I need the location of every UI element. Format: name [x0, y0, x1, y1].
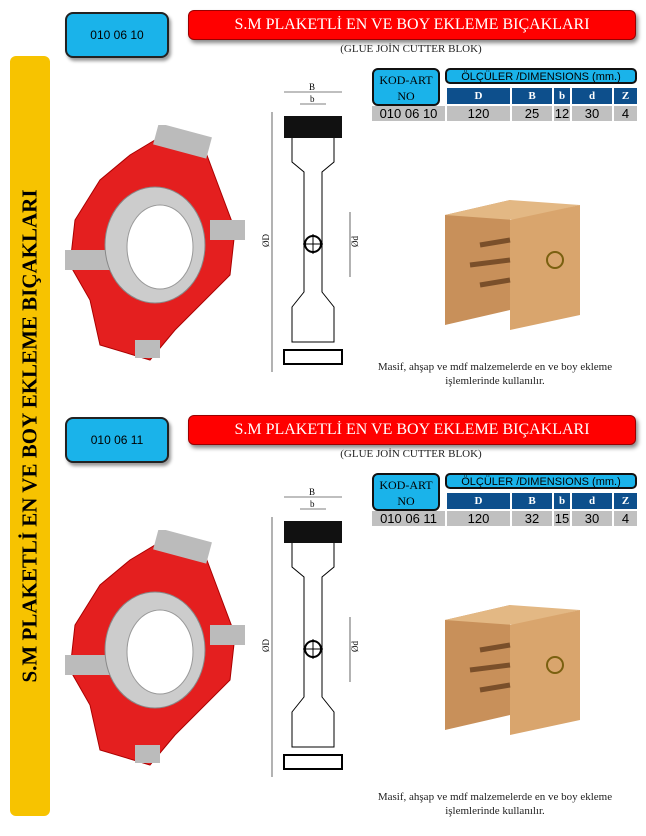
cell-code: 010 06 10 — [372, 106, 445, 121]
section-subtitle: (GLUE JOİN CUTTER BLOK) — [340, 43, 482, 55]
dimensions-header: ÖLÇÜLER /DIMENSIONS (mm.) — [445, 68, 637, 84]
label-B: B — [309, 82, 315, 92]
product-code: 010 06 11 — [90, 433, 144, 447]
kod-label: KOD-ART NO — [379, 73, 433, 103]
table-row: 010 06 11 120 32 15 30 4 — [372, 511, 637, 526]
col-header-Z: Z — [614, 88, 637, 104]
label-D: ØD — [262, 639, 271, 652]
col-header-b: b — [554, 493, 570, 509]
col-header-b: b — [554, 88, 570, 104]
cell-B: 25 — [512, 106, 552, 121]
kod-header: KOD-ART NO — [372, 473, 440, 511]
product-code-badge: 010 06 11 — [65, 417, 169, 463]
cutter-technical-drawing: B b ØD Ød — [262, 82, 360, 372]
dimensions-table: KOD-ART NO ÖLÇÜLER /DIMENSIONS (mm.) D B… — [372, 473, 638, 529]
dimensions-header: ÖLÇÜLER /DIMENSIONS (mm.) — [445, 473, 637, 489]
cell-D: 120 — [447, 106, 510, 121]
cutter-image — [65, 125, 245, 361]
cell-B: 32 — [512, 511, 552, 526]
dimensions-table: KOD-ART NO ÖLÇÜLER /DIMENSIONS (mm.) D B… — [372, 68, 638, 124]
cell-b: 12 — [554, 106, 570, 121]
label-d: Ød — [350, 641, 360, 652]
col-header-B: B — [512, 88, 552, 104]
col-header-Z: Z — [614, 493, 637, 509]
table-row: 010 06 10 120 25 12 30 4 — [372, 106, 637, 121]
cutter-technical-drawing: B b ØD Ød — [262, 487, 360, 777]
sidebar-title-bar: S.M PLAKETLİ EN VE BOY EKLEME BIÇAKLARI — [10, 56, 50, 816]
cell-code: 010 06 11 — [372, 511, 445, 526]
col-header-D: D — [447, 493, 510, 509]
col-header-B: B — [512, 493, 552, 509]
product-section: 010 06 10 S.M PLAKETLİ EN VE BOY EKLEME … — [0, 0, 646, 408]
cell-D: 120 — [447, 511, 510, 526]
column-headers: D B b d Z — [447, 493, 637, 509]
product-code-badge: 010 06 10 — [65, 12, 169, 58]
section-title-bar: S.M PLAKETLİ EN VE BOY EKLEME BIÇAKLARI — [188, 415, 636, 445]
cell-Z: 4 — [614, 511, 637, 526]
column-headers: D B b d Z — [447, 88, 637, 104]
cell-b: 15 — [554, 511, 570, 526]
section-title: S.M PLAKETLİ EN VE BOY EKLEME BIÇAKLARI — [234, 421, 590, 438]
label-b: b — [310, 94, 315, 104]
cell-Z: 4 — [614, 106, 637, 121]
product-section: 010 06 11 S.M PLAKETLİ EN VE BOY EKLEME … — [0, 405, 646, 825]
wood-joint-image — [445, 200, 580, 330]
col-header-d: d — [572, 493, 612, 509]
wood-joint-image — [445, 605, 580, 735]
label-D: ØD — [262, 234, 271, 247]
usage-caption: Masif, ahşap ve mdf malzemelerde en ve b… — [377, 361, 613, 387]
cell-d: 30 — [572, 511, 612, 526]
label-B: B — [309, 487, 315, 497]
section-title-bar: S.M PLAKETLİ EN VE BOY EKLEME BIÇAKLARI — [188, 10, 636, 40]
label-d: Ød — [350, 236, 360, 247]
product-code: 010 06 10 — [90, 28, 144, 42]
section-subtitle: (GLUE JOİN CUTTER BLOK) — [340, 448, 482, 460]
kod-label: KOD-ART NO — [379, 478, 433, 508]
label-b: b — [310, 499, 315, 509]
col-header-D: D — [447, 88, 510, 104]
cell-d: 30 — [572, 106, 612, 121]
cutter-image — [65, 530, 245, 766]
kod-header: KOD-ART NO — [372, 68, 440, 106]
section-title: S.M PLAKETLİ EN VE BOY EKLEME BIÇAKLARI — [234, 16, 590, 33]
col-header-d: d — [572, 88, 612, 104]
usage-caption: Masif, ahşap ve mdf malzemelerde en ve b… — [377, 791, 613, 817]
